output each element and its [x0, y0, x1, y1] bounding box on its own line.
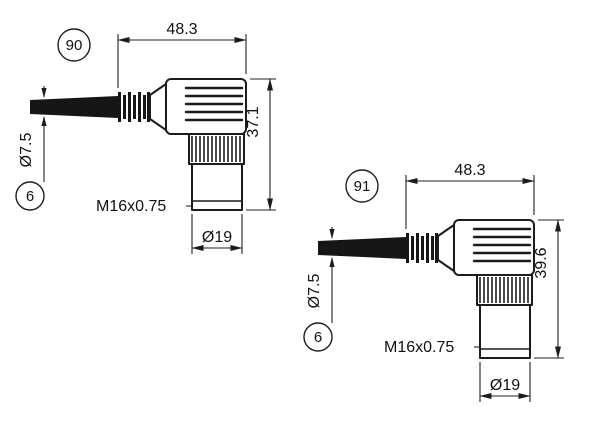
connector-body	[165, 78, 247, 135]
dim-cable-diameter-label: Ø7.5	[306, 274, 323, 309]
dim-height: 37.1	[245, 78, 276, 211]
dim-height-label: 39.6	[533, 247, 550, 278]
dim-length: 48.3	[405, 162, 535, 229]
item-balloon-label: 91	[354, 178, 371, 195]
cable-balloon: 6	[303, 322, 333, 352]
dim-cable-diameter-label: Ø7.5	[18, 133, 35, 168]
dim-cable-diameter: Ø7.5	[18, 86, 47, 182]
thread-callout: M16x0.75	[96, 198, 192, 215]
dim-barrel-diameter: Ø19	[191, 214, 243, 254]
thread-callout-label: M16x0.75	[96, 198, 166, 215]
dim-height-label: 37.1	[245, 106, 262, 137]
collar	[149, 83, 167, 131]
cable-balloon-label: 6	[26, 188, 34, 205]
connector-drawing-91: 91	[303, 162, 564, 402]
collar	[437, 224, 455, 272]
dim-barrel-diameter-label: Ø19	[490, 377, 520, 394]
connector-part	[318, 219, 535, 359]
cable	[30, 96, 118, 118]
dim-barrel-diameter: Ø19	[479, 362, 531, 402]
strain-relief	[406, 233, 438, 263]
dim-barrel-diameter-label: Ø19	[202, 229, 232, 246]
connector-body	[453, 219, 535, 276]
dim-height: 39.6	[533, 219, 564, 359]
item-balloon: 90	[57, 28, 91, 62]
threaded-barrel	[191, 163, 243, 211]
dim-length: 48.3	[117, 21, 247, 88]
thread-callout-label: M16x0.75	[384, 339, 454, 356]
dim-length-label: 48.3	[454, 162, 485, 179]
dim-length-label: 48.3	[166, 21, 197, 38]
cable-balloon: 6	[15, 181, 45, 211]
connector-part	[30, 78, 247, 211]
strain-relief	[118, 92, 150, 122]
threaded-barrel	[479, 304, 531, 359]
coupling-nut	[188, 133, 245, 165]
connector-drawing-90: 90	[15, 21, 276, 254]
item-balloon-label: 90	[66, 37, 83, 54]
thread-callout: M16x0.75	[384, 339, 480, 356]
cable	[318, 237, 406, 259]
item-balloon: 91	[345, 169, 379, 203]
coupling-nut	[476, 274, 533, 306]
cable-balloon-label: 6	[314, 329, 322, 346]
dim-cable-diameter: Ø7.5	[306, 227, 335, 323]
